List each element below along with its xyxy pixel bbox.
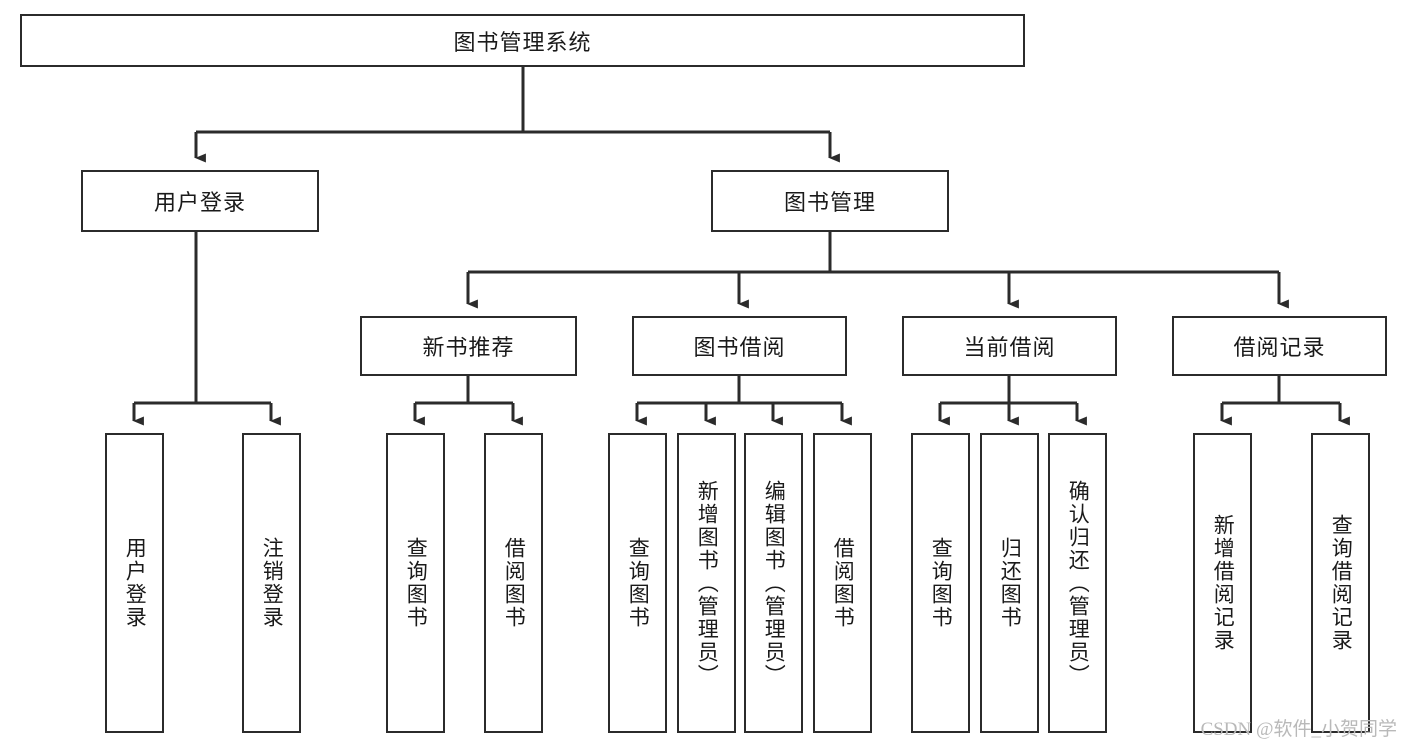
- node-leaf-borrow-book-1[interactable]: 借阅图书: [484, 433, 543, 733]
- node-leaf-borrow-book-1-label: 借阅图书: [502, 537, 526, 629]
- node-root-label: 图书管理系统: [453, 29, 592, 55]
- node-leaf-confirm-return-label: 确认归还（管理员）: [1066, 479, 1090, 687]
- node-leaf-return-book[interactable]: 归还图书: [980, 433, 1039, 733]
- node-new-book-recommend-label: 新书推荐: [422, 335, 515, 360]
- node-leaf-logout-login-label: 注销登录: [260, 537, 284, 629]
- node-leaf-edit-book-label: 编辑图书（管理员）: [762, 479, 786, 687]
- node-book-management-label: 图书管理: [783, 190, 876, 215]
- node-leaf-add-book[interactable]: 新增图书（管理员）: [677, 433, 736, 733]
- node-leaf-borrow-book-2[interactable]: 借阅图书: [813, 433, 872, 733]
- node-borrow-record-label: 借阅记录: [1233, 335, 1326, 360]
- node-leaf-confirm-return[interactable]: 确认归还（管理员）: [1048, 433, 1107, 733]
- node-current-borrow-label: 当前借阅: [963, 335, 1056, 360]
- node-book-borrow[interactable]: 图书借阅: [632, 316, 847, 376]
- node-leaf-query-borrow-record-label: 查询借阅记录: [1329, 514, 1353, 652]
- node-book-borrow-label: 图书借阅: [693, 335, 786, 360]
- node-current-borrow[interactable]: 当前借阅: [902, 316, 1117, 376]
- node-user-login-label: 用户登录: [153, 190, 246, 215]
- node-leaf-user-login[interactable]: 用户登录: [105, 433, 164, 733]
- node-new-book-recommend[interactable]: 新书推荐: [360, 316, 577, 376]
- node-leaf-query-book-2[interactable]: 查询图书: [608, 433, 667, 733]
- node-leaf-add-borrow-record-label: 新增借阅记录: [1211, 514, 1235, 652]
- node-leaf-add-borrow-record[interactable]: 新增借阅记录: [1193, 433, 1252, 733]
- node-leaf-query-book-3[interactable]: 查询图书: [911, 433, 970, 733]
- watermark-text: CSDN @软件_小贺同学: [1200, 719, 1397, 740]
- node-leaf-query-book-1[interactable]: 查询图书: [386, 433, 445, 733]
- node-book-management[interactable]: 图书管理: [711, 170, 949, 232]
- node-root[interactable]: 图书管理系统: [20, 14, 1025, 67]
- node-leaf-return-book-label: 归还图书: [998, 537, 1022, 629]
- node-leaf-query-borrow-record[interactable]: 查询借阅记录: [1311, 433, 1370, 733]
- node-leaf-logout-login[interactable]: 注销登录: [242, 433, 301, 733]
- node-leaf-query-book-3-label: 查询图书: [929, 537, 953, 629]
- node-leaf-borrow-book-2-label: 借阅图书: [831, 537, 855, 629]
- node-leaf-edit-book[interactable]: 编辑图书（管理员）: [744, 433, 803, 733]
- node-leaf-user-login-label: 用户登录: [123, 537, 147, 629]
- node-leaf-add-book-label: 新增图书（管理员）: [695, 479, 719, 687]
- node-borrow-record[interactable]: 借阅记录: [1172, 316, 1387, 376]
- node-user-login[interactable]: 用户登录: [81, 170, 319, 232]
- node-leaf-query-book-1-label: 查询图书: [404, 537, 428, 629]
- node-leaf-query-book-2-label: 查询图书: [626, 537, 650, 629]
